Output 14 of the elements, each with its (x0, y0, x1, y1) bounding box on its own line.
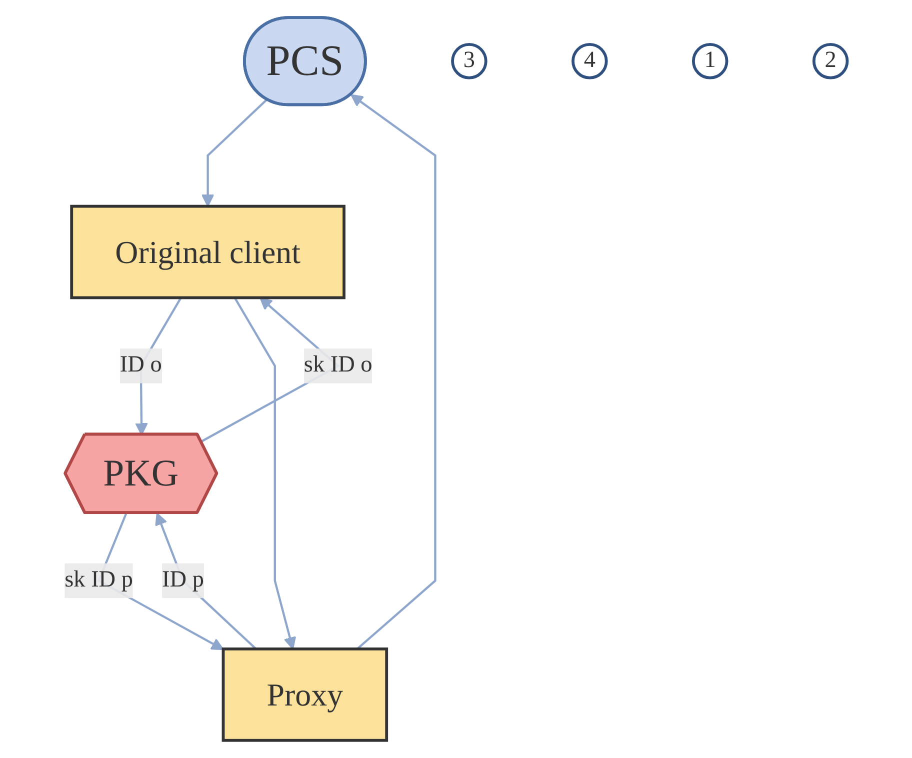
edge-label: ID p (162, 568, 204, 592)
node-circle: 4 (572, 43, 608, 80)
edge-label: ID o (120, 352, 162, 378)
node-circle: 3 (451, 43, 488, 80)
node-circle: 2 (812, 43, 849, 80)
node-circle: 1 (692, 43, 728, 80)
node-box: Original client (70, 204, 346, 300)
edge-label: sk ID o (304, 352, 372, 378)
arrow (201, 98, 268, 207)
arrow (350, 94, 436, 650)
node-box: Proxy (222, 647, 388, 742)
edge-label: sk ID p (64, 568, 134, 592)
arrow (155, 512, 257, 650)
arrow (234, 297, 296, 650)
